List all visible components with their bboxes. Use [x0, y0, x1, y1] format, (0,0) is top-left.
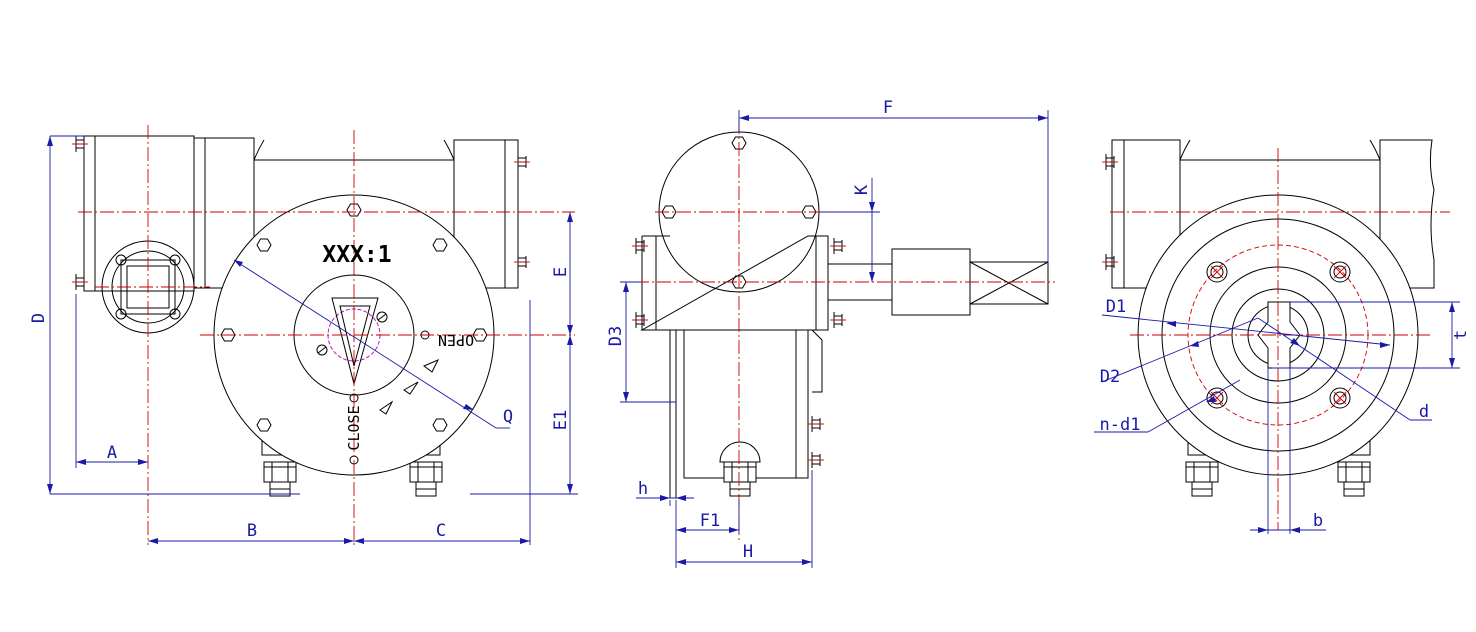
- dim-label-bore-d: d: [1419, 402, 1429, 422]
- flange-centerlines: [1110, 148, 1450, 530]
- flange-dimension-labels: D1 D2 n-d1 d t b: [1100, 297, 1471, 531]
- dim-label-h-large: H: [743, 542, 753, 562]
- dim-label-t: t: [1451, 330, 1471, 340]
- open-direction-mark: OPEN: [438, 331, 474, 349]
- front-dimensions: [47, 135, 578, 545]
- dim-label-d2: D2: [1100, 367, 1120, 387]
- dim-label-d: D: [29, 313, 49, 323]
- side-dimension-labels: F K D3 h F1 H: [606, 98, 893, 562]
- dim-label-f1: F1: [700, 511, 720, 531]
- dim-label-f: F: [883, 98, 893, 118]
- dim-label-b: B: [247, 521, 257, 541]
- dim-label-d3: D3: [606, 326, 626, 346]
- side-view: F K D3 h F1 H: [606, 98, 1055, 568]
- front-centerlines: [78, 125, 575, 545]
- flange-view: D1 D2 n-d1 d t b: [1094, 139, 1471, 534]
- ratio-plate-label: XXX:1: [322, 242, 391, 268]
- dim-label-h-small: h: [638, 479, 648, 499]
- side-dimensions: [620, 110, 1049, 568]
- dim-label-e: E: [551, 267, 571, 277]
- dim-label-b-key: b: [1313, 511, 1323, 531]
- dim-label-c: C: [436, 521, 446, 541]
- dim-label-a: A: [107, 443, 117, 463]
- front-dimension-labels: D A B C E E1 Q: [29, 267, 571, 541]
- dim-label-n-d1: n-d1: [1100, 415, 1141, 435]
- side-housing-outline: [631, 131, 1049, 498]
- close-direction-mark: CLOSE: [345, 405, 363, 450]
- dim-label-e1: E1: [551, 410, 571, 430]
- dim-label-d1: D1: [1106, 297, 1126, 317]
- dim-label-k: K: [852, 184, 872, 195]
- front-view: XXX:1 OPEN CLOSE D A B C E E1 Q: [29, 125, 578, 545]
- dim-label-q: Q: [503, 407, 513, 427]
- flange-dimensions: [1094, 301, 1460, 534]
